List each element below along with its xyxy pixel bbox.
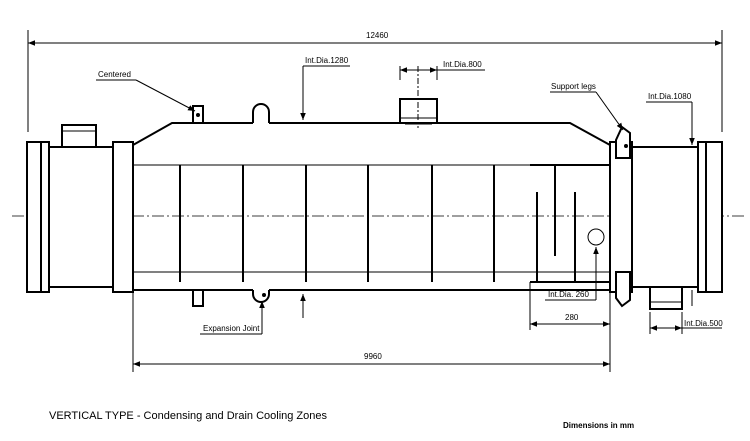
drain-opening (587, 228, 605, 246)
centered-callout: Centered (96, 70, 196, 112)
int-dia-800-callout: Int.Dia.800 (399, 60, 485, 80)
overall-length-dimension: 12460 (27, 30, 723, 132)
int-dia-1280-label: Int.Dia.1280 (305, 56, 349, 65)
int-dia-1080-label: Int.Dia.1080 (648, 92, 692, 101)
int-dia-1280-callout: Int.Dia.1280 (300, 56, 350, 318)
int-dia-260-label: Int.Dia. 260 (548, 290, 589, 299)
bottom-nozzle (649, 286, 683, 310)
inner-length-label: 280 (565, 313, 579, 322)
int-dia-1080-callout: Int.Dia.1080 (646, 92, 695, 145)
shell-body (132, 66, 611, 307)
drawing-title: VERTICAL TYPE - Condensing and Drain Coo… (49, 410, 327, 422)
expansion-joint-label: Expansion Joint (203, 324, 260, 333)
support-legs-label: Support legs (551, 82, 596, 91)
int-dia-800-label: Int.Dia.800 (443, 60, 482, 69)
units-note: Dimensions in mm (563, 421, 634, 430)
centered-label: Centered (98, 70, 131, 79)
body-length-label: 9960 (364, 352, 382, 361)
int-dia-500-label: Int.Dia.500 (684, 319, 723, 328)
support-leg-bottom (615, 271, 631, 308)
left-nozzle (61, 124, 97, 148)
right-water-box (609, 125, 723, 310)
left-water-box (26, 124, 134, 293)
inner-length-dimension: 280 (529, 282, 610, 330)
int-dia-260-callout: Int.Dia. 260 (545, 247, 599, 301)
body-length-dimension: 9960 (132, 292, 611, 372)
support-leg-top (615, 125, 631, 159)
int-dia-500-callout: Int.Dia.500 (649, 290, 723, 334)
overall-length-label: 12460 (366, 31, 389, 40)
expansion-joint-callout: Expansion Joint (200, 301, 265, 335)
support-legs-callout: Support legs (550, 82, 624, 131)
